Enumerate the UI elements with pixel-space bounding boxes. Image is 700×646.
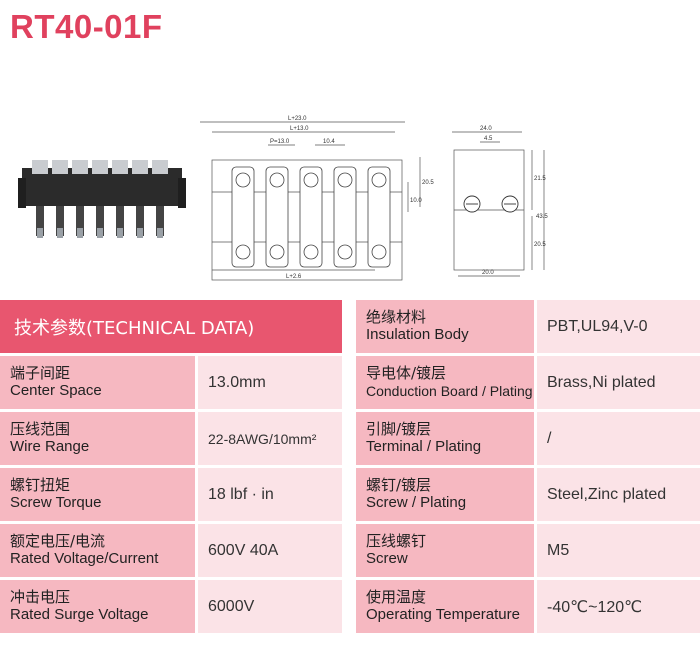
spec-value: 6000V [198,580,342,633]
dim-label: 20.0 [482,270,494,276]
spec-label: 冲击电压 Rated Surge Voltage [0,580,195,633]
spec-value: 18 lbf · in [198,468,342,521]
spec-value: 22-8AWG/10mm² [198,412,342,465]
table-row: 引脚/镀层 Terminal / Plating / [356,412,700,465]
dim-label: 20.5 [422,180,434,186]
spec-value: -40℃~120℃ [537,580,700,633]
dim-label: 4.5 [484,136,493,142]
dim-label: 10.0 [410,198,422,204]
table-row: 导电体/镀层 Conduction Board / Plating Brass,… [356,356,700,409]
product-title: RT40-01F [10,8,163,45]
table-row: 螺钉/镀层 Screw / Plating Steel,Zinc plated [356,468,700,521]
dim-label: L+2.6 [286,274,302,280]
spec-label: 使用温度 Operating Temperature [356,580,534,633]
side-view-drawing: 24.0 4.5 21.5 43.5 20.5 20.0 [452,126,548,277]
spec-value: Brass,Ni plated [537,356,700,409]
spec-label: 导电体/镀层 Conduction Board / Plating [356,356,534,409]
spec-value: 13.0mm [198,356,342,409]
spec-label: 螺钉扭矩 Screw Torque [0,468,195,521]
dim-label: 43.5 [536,214,548,220]
table-row: 额定电压/电流 Rated Voltage/Current 600V 40A [0,524,342,577]
table-row: 冲击电压 Rated Surge Voltage 6000V [0,580,342,633]
spec-value: 600V 40A [198,524,342,577]
table-row: 压线范围 Wire Range 22-8AWG/10mm² [0,412,342,465]
spec-label: 额定电压/电流 Rated Voltage/Current [0,524,195,577]
dim-label: 20.5 [534,242,546,248]
spec-label: 压线螺钉 Screw [356,524,534,577]
spec-value: / [537,412,700,465]
spec-label: 引脚/镀层 Terminal / Plating [356,412,534,465]
table-row: 端子间距 Center Space 13.0mm [0,356,342,409]
spec-label: 绝缘材料 Insulation Body [356,300,534,353]
dim-label: 10.4 [323,139,335,145]
front-view-drawing: L+23.0 L+13.0 P=13.0 10.4 20.5 10.0 L+2.… [200,116,434,281]
spec-label: 螺钉/镀层 Screw / Plating [356,468,534,521]
table-row: 压线螺钉 Screw M5 [356,524,700,577]
dim-label: 24.0 [480,126,492,132]
dim-label: 21.5 [534,176,546,182]
product-photo [18,160,186,238]
spec-value: M5 [537,524,700,577]
table-row: 绝缘材料 Insulation Body PBT,UL94,V-0 [356,300,700,353]
table-row: 使用温度 Operating Temperature -40℃~120℃ [356,580,700,633]
spec-value: PBT,UL94,V-0 [537,300,700,353]
dim-label: L+23.0 [288,116,307,122]
spec-label: 端子间距 Center Space [0,356,195,409]
dim-label: P=13.0 [270,139,290,145]
table-header: 技术参数(TECHNICAL DATA) [0,300,342,353]
table-row: 螺钉扭矩 Screw Torque 18 lbf · in [0,468,342,521]
spec-value: Steel,Zinc plated [537,468,700,521]
dim-label: L+13.0 [290,126,309,132]
spec-label: 压线范围 Wire Range [0,412,195,465]
